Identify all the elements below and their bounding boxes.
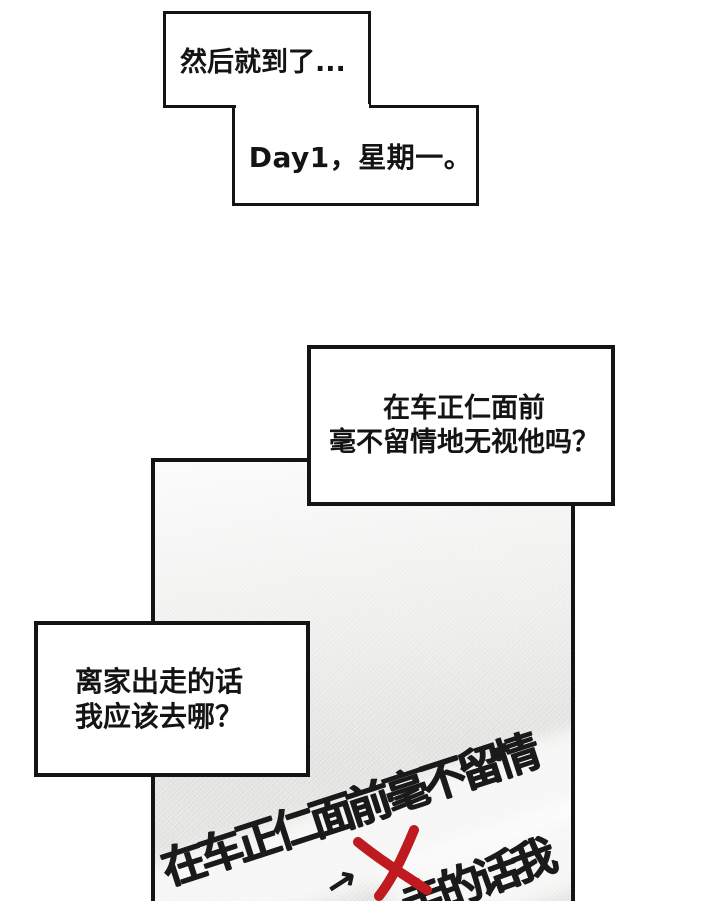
caption-text-line: 毫不留情地无视他吗？ [329, 426, 599, 458]
notebook-panel: 在车正仁面前毫不留情 走的话我 → [151, 458, 575, 901]
red-cross-icon [353, 825, 432, 901]
caption-text-line: 我应该去哪？ [75, 700, 244, 733]
caption-box-ignore-question: 在车正仁面前 毫不留情地无视他吗？ [307, 345, 615, 506]
caption-text: Day1，星期一。 [248, 140, 473, 174]
caption-text-line: 在车正仁面前 [383, 392, 545, 424]
caption-text: 然后就到了... [180, 47, 346, 78]
caption-box-then: 然后就到了... [163, 11, 371, 108]
caption-text-line: 离家出走的话 [75, 665, 244, 698]
cross-stroke [374, 825, 419, 901]
caption-box-runaway-question: 离家出走的话 我应该去哪？ [34, 621, 310, 777]
caption-box-joint [236, 104, 369, 111]
caption-box-day1: Day1，星期一。 [232, 105, 479, 206]
